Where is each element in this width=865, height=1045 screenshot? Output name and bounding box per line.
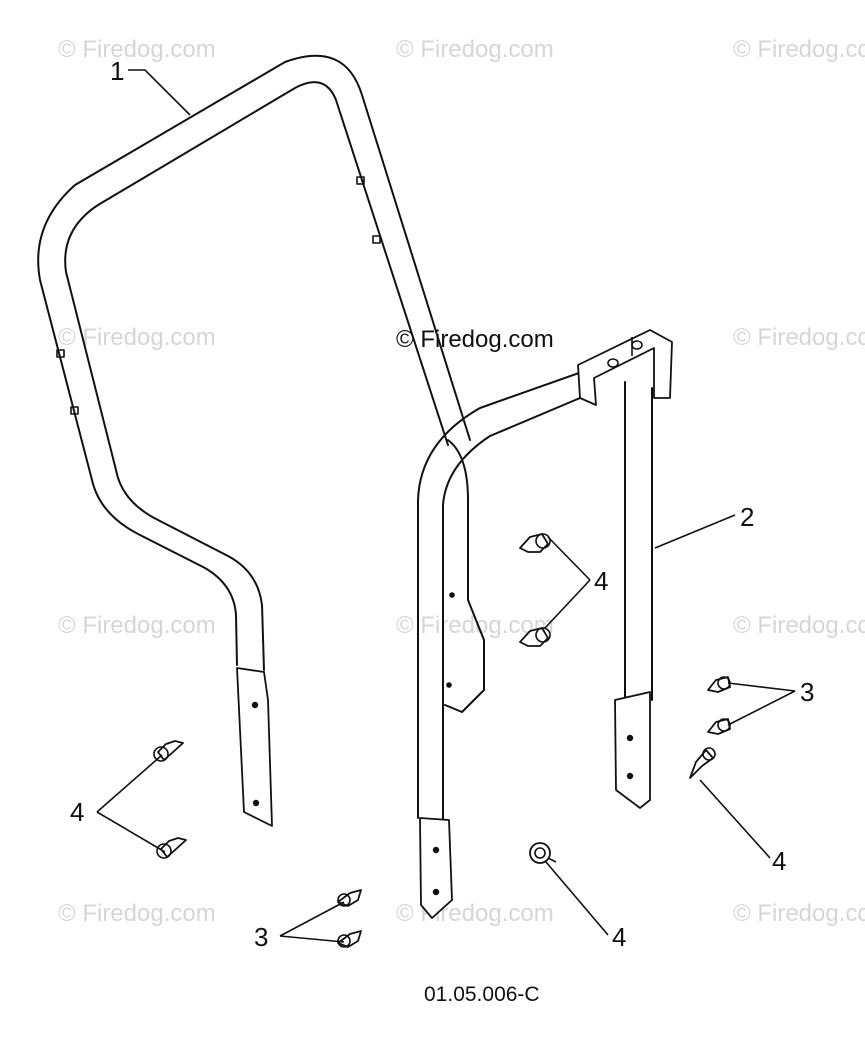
callout-4: 4	[594, 566, 608, 596]
bolt-icon	[156, 837, 187, 859]
leader-lines	[96, 69, 796, 943]
watermark: © Firedog.com	[733, 612, 865, 639]
drawing-number: 01.05.006-C	[424, 983, 540, 1006]
callout-4: 4	[70, 797, 84, 827]
watermark: © Firedog.com	[733, 36, 865, 63]
watermark: © Firedog.com	[733, 900, 865, 927]
watermark: © Firedog.com	[58, 36, 216, 63]
fasteners	[153, 533, 731, 948]
part-1-roll-bar	[37, 54, 471, 827]
screw-icon	[707, 718, 731, 735]
watermark-center: © Firedog.com	[396, 326, 554, 353]
screw-icon	[689, 747, 716, 779]
watermark: © Firedog.com	[58, 900, 216, 927]
watermark: © Firedog.com	[58, 612, 216, 639]
callout-2: 2	[740, 502, 754, 532]
bolt-icon	[519, 627, 551, 647]
part-2-frame	[417, 329, 673, 919]
watermark-layer: © Firedog.com © Firedog.com © Firedog.co…	[58, 36, 865, 927]
callout-4: 4	[772, 846, 786, 876]
callout-labels: 1 2 4 4 4 4 3 3	[70, 56, 814, 952]
callout-3: 3	[800, 677, 814, 707]
bolt-icon	[529, 842, 557, 864]
bolt-icon	[519, 533, 551, 553]
watermark: © Firedog.com	[396, 36, 554, 63]
watermark: © Firedog.com	[396, 900, 554, 927]
callout-1: 1	[110, 56, 124, 86]
screw-icon	[707, 676, 731, 693]
bolt-icon	[153, 740, 184, 762]
callout-3: 3	[254, 922, 268, 952]
callout-4: 4	[612, 922, 626, 952]
watermark: © Firedog.com	[733, 324, 865, 351]
screw-icon	[337, 930, 362, 948]
